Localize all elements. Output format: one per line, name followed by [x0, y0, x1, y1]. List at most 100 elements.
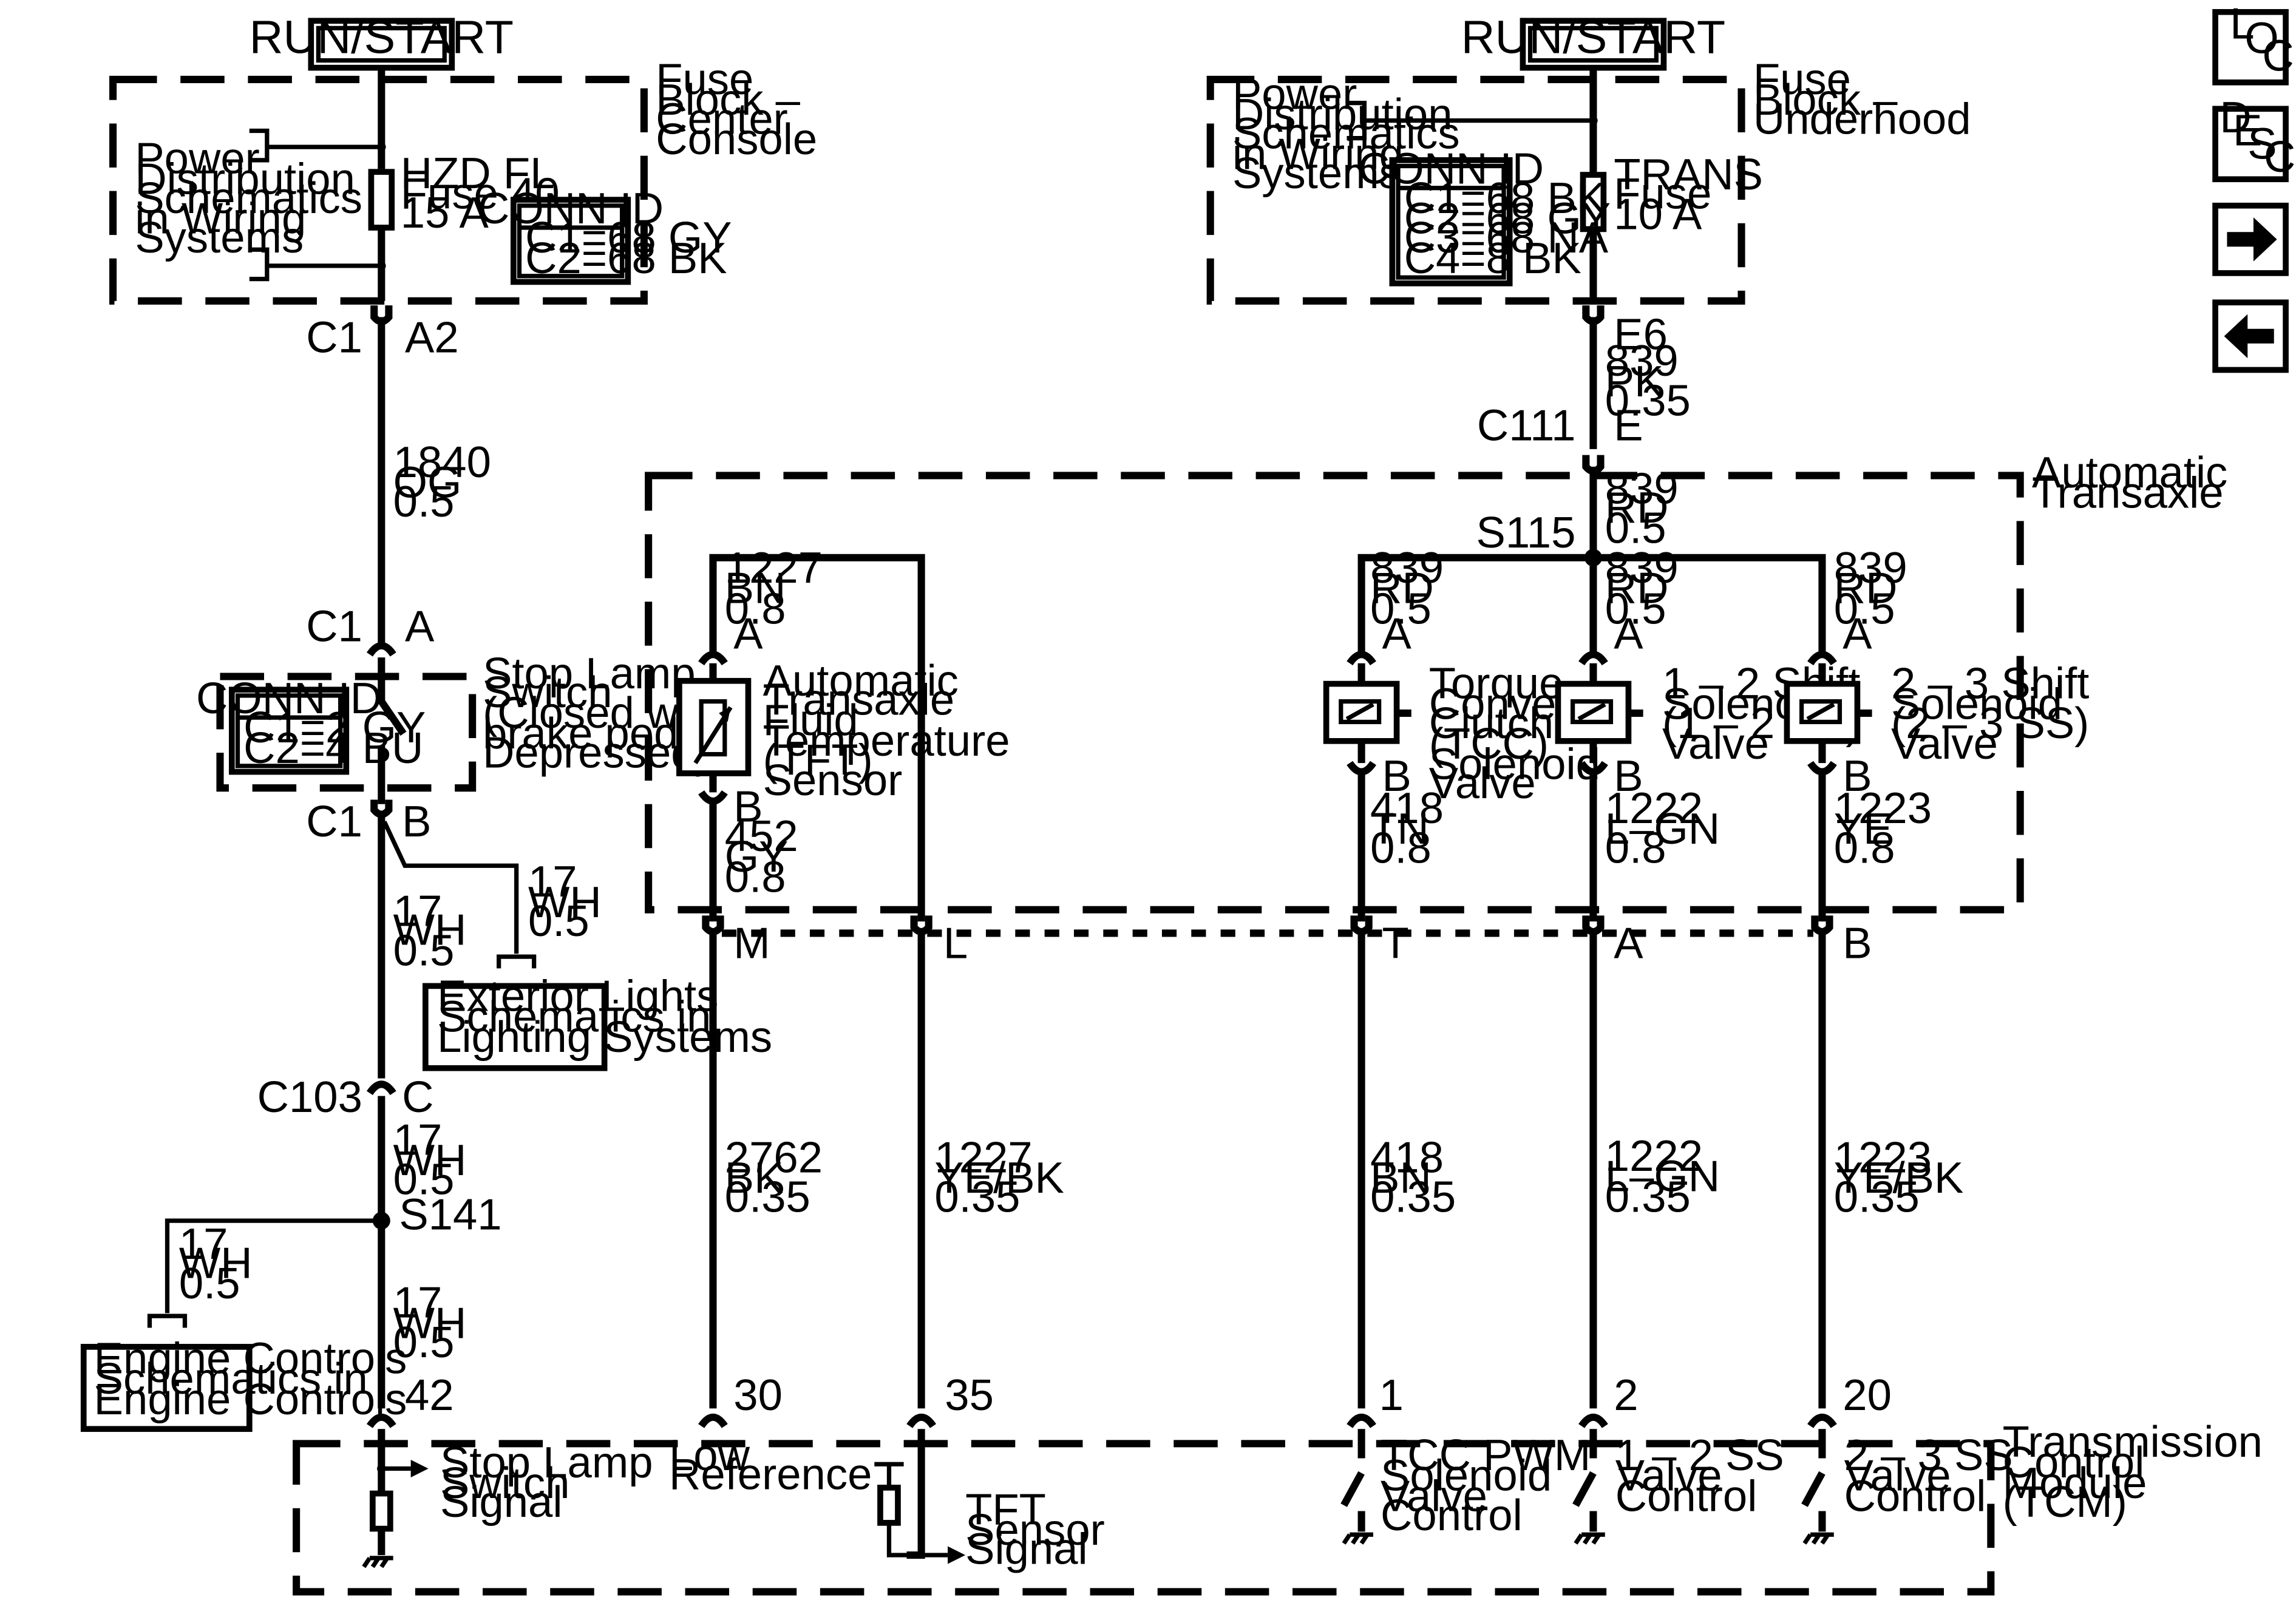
tcm-wires: 2762 BK 0.35 1227 YE/BK 0.35 418 BN 0.35… — [709, 930, 1963, 1420]
svg-text:Control: Control — [1615, 1472, 1758, 1521]
svg-text:C1: C1 — [306, 797, 362, 846]
svg-text:0.8: 0.8 — [1834, 823, 1895, 872]
svg-text:(TCC): (TCC) — [1429, 719, 1549, 768]
svg-text:0.5: 0.5 — [1605, 504, 1666, 553]
svg-text:Signal: Signal — [965, 1525, 1088, 1574]
svg-text:RD: RD — [1605, 564, 1669, 613]
svg-text:Underhood: Underhood — [1753, 94, 1971, 143]
svg-text:OG: OG — [393, 458, 462, 507]
svg-text:Transmission: Transmission — [2003, 1417, 2263, 1466]
svg-text:BK: BK — [725, 1153, 784, 1202]
svg-text:20: 20 — [1843, 1371, 1892, 1420]
svg-text:Low: Low — [669, 1431, 750, 1480]
svg-text:A: A — [1614, 609, 1643, 659]
svg-text:GY: GY — [725, 832, 789, 881]
trans-fuse-icon — [1580, 172, 1607, 232]
svg-text:0.35: 0.35 — [934, 1173, 1020, 1222]
svg-text:CONN ID: CONN ID — [1358, 144, 1544, 194]
svg-text:Power: Power — [135, 134, 259, 183]
svg-text:C2=4 BU: C2=4 BU — [243, 724, 423, 773]
engine-controls-ref[interactable]: Engine Controls Schematics in Engine Con… — [80, 1334, 407, 1432]
svg-text:A: A — [405, 602, 435, 651]
next-button[interactable] — [2212, 202, 2289, 276]
svg-text:Temperature: Temperature — [763, 716, 1010, 765]
thermistor-icon — [676, 677, 752, 776]
tcm-connectors — [366, 1413, 1837, 1429]
svg-text:O: O — [2244, 13, 2278, 63]
svg-text:(TCM): (TCM) — [2003, 1477, 2127, 1527]
svg-text:Systems: Systems — [1232, 149, 1401, 198]
svg-text:RD: RD — [1834, 564, 1898, 613]
svg-text:M: M — [733, 918, 770, 968]
svg-text:0.8: 0.8 — [1605, 823, 1666, 872]
right-arrow-icon — [2227, 217, 2277, 262]
svg-text:TCC PWM: TCC PWM — [1381, 1431, 1591, 1480]
prev-button[interactable] — [2212, 299, 2289, 373]
svg-text:A: A — [1382, 609, 1411, 659]
svg-text:Distribution: Distribution — [1232, 90, 1453, 139]
svg-text:Module: Module — [2003, 1459, 2147, 1508]
desc-button[interactable]: D E S C — [2212, 93, 2295, 183]
svg-text:B: B — [1614, 751, 1643, 801]
svg-text:(TFT): (TFT) — [763, 735, 873, 784]
svg-text:0.35: 0.35 — [1605, 376, 1691, 425]
svg-text:Console: Console — [656, 115, 817, 164]
power-distribution-ref-left[interactable]: Power Distribution Schematics in Wiring … — [135, 134, 362, 262]
stop-lamp-signal-input: Stop Lamp Switch Signal — [362, 1429, 653, 1568]
svg-text:A: A — [1614, 918, 1643, 968]
svg-text:A2: A2 — [405, 313, 459, 362]
svg-text:10 A: 10 A — [1614, 189, 1702, 239]
svg-text:1227: 1227 — [725, 543, 823, 592]
exterior-lights-ref[interactable]: Exterior Lights Schematics in Lighting S… — [422, 971, 772, 1071]
svg-text:C111: C111 — [1477, 401, 1576, 450]
svg-text:BN: BN — [1370, 1153, 1432, 1202]
svg-text:0.5: 0.5 — [1370, 585, 1432, 634]
svg-text:Systems: Systems — [135, 213, 304, 262]
svg-text:Signal: Signal — [440, 1477, 563, 1527]
svg-text:E: E — [2233, 106, 2262, 155]
svg-text:Block –: Block – — [1753, 75, 1898, 124]
svg-text:S: S — [2247, 119, 2277, 168]
svg-text:WH: WH — [393, 906, 467, 955]
svg-text:1222: 1222 — [1605, 1131, 1703, 1181]
svg-text:Valve: Valve — [1662, 719, 1769, 768]
svg-text:Automatic: Automatic — [763, 656, 959, 705]
svg-text:Valve: Valve — [1381, 1472, 1487, 1521]
svg-text:30: 30 — [733, 1371, 783, 1420]
svg-text:B: B — [402, 797, 431, 846]
svg-text:E6: E6 — [1614, 310, 1668, 359]
svg-text:2 – 3 SS: 2 – 3 SS — [1844, 1431, 2013, 1480]
svg-text:C3=68 NA: C3=68 NA — [1404, 213, 1609, 262]
svg-text:TFT: TFT — [965, 1485, 1046, 1534]
svg-text:Transaxle: Transaxle — [763, 675, 955, 724]
svg-text:Fuse: Fuse — [1614, 169, 1711, 219]
svg-text:S141: S141 — [399, 1190, 501, 1239]
power-distribution-ref-right[interactable]: Power Distribution Schematics in Wiring … — [1232, 69, 1460, 197]
svg-text:Control: Control — [1381, 1491, 1523, 1540]
svg-text:Lighting Systems: Lighting Systems — [437, 1012, 772, 1062]
svg-text:17: 17 — [179, 1219, 228, 1269]
svg-text:Fluid: Fluid — [763, 696, 858, 745]
tft-sensor-label: Automatic Transaxle Fluid Temperature (T… — [763, 656, 1010, 805]
loc-button[interactable]: L O C — [2212, 0, 2294, 86]
fuse-block-underhood-box — [1206, 75, 1745, 305]
svg-text:Reference: Reference — [669, 1449, 872, 1499]
svg-text:Sensor: Sensor — [965, 1505, 1105, 1554]
svg-text:YE: YE — [1834, 804, 1893, 853]
ground-icon — [1342, 1532, 1373, 1545]
right-power-source: RUN/START — [1461, 11, 1725, 71]
svg-text:S115: S115 — [1476, 508, 1576, 557]
svg-text:B: B — [733, 782, 763, 832]
svg-text:(2 – 3 SS): (2 – 3 SS) — [1891, 699, 2089, 748]
fuse-block-center-label: Fuse Block – Center Console — [656, 55, 817, 164]
svg-text:0.8: 0.8 — [725, 853, 786, 902]
left-arrow-icon — [2224, 314, 2274, 359]
svg-text:0.5: 0.5 — [393, 926, 455, 975]
conn-id-table-switch: CONN ID C1=2 GY C2=4 BU — [196, 674, 426, 775]
svg-text:TN: TN — [1370, 804, 1429, 853]
svg-text:1: 1 — [1379, 1371, 1404, 1420]
svg-text:0.35: 0.35 — [1834, 1173, 1920, 1222]
svg-text:Stop Lamp: Stop Lamp — [440, 1438, 653, 1487]
svg-text:Schematics: Schematics — [135, 174, 362, 223]
svg-text:0.8: 0.8 — [725, 585, 786, 634]
